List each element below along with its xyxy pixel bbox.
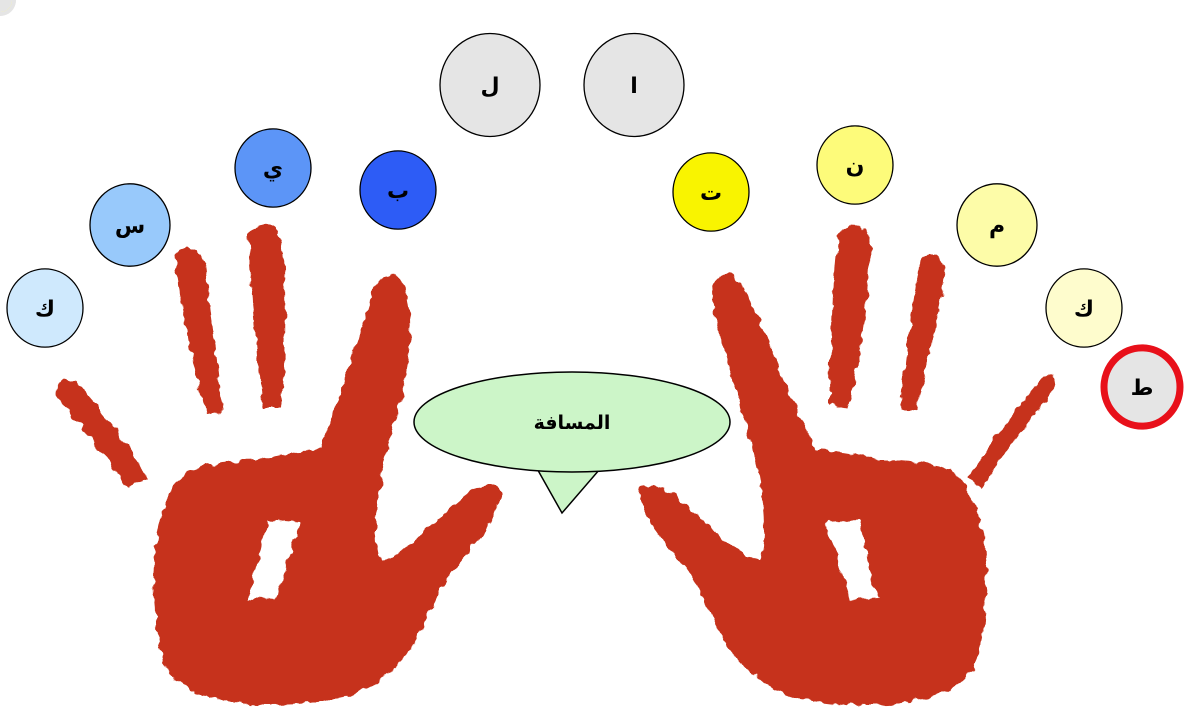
left-hand-bubble-2: س bbox=[0, 0, 171, 267]
bubbles-layer: ك س ي ب ل ا ت ن م ك ط bbox=[0, 0, 1184, 430]
bubble-circle bbox=[956, 183, 1038, 267]
right-hand-print bbox=[639, 225, 1055, 705]
left-hand-bubble-1: ك bbox=[0, 0, 84, 348]
right-hand-bubble-1: ا bbox=[0, 0, 685, 138]
bubble-letter: ل bbox=[480, 74, 499, 99]
left-hand-bubble-5: ل bbox=[0, 0, 541, 138]
bubble-letter: ك bbox=[35, 297, 55, 322]
bubble-letter: ت bbox=[700, 181, 722, 206]
bubble-circle bbox=[359, 150, 437, 230]
bubble-circle bbox=[89, 183, 171, 267]
bubble-letter: ط bbox=[1131, 376, 1154, 401]
bubble-circle bbox=[234, 128, 312, 208]
bubble-letter: م bbox=[989, 214, 1005, 239]
bubble-circle bbox=[6, 268, 84, 348]
distance-bubble: المسافة bbox=[413, 371, 731, 515]
bubble-letter: ا bbox=[630, 74, 638, 99]
bubble-letter: س bbox=[115, 214, 145, 239]
bubble-circle bbox=[672, 152, 750, 232]
bubble-circle bbox=[816, 125, 894, 205]
bubble-letter: ب bbox=[387, 179, 409, 204]
bubble-letter: ي bbox=[263, 157, 283, 182]
right-hand-bubble-3: ن bbox=[0, 0, 894, 205]
bubble-circle bbox=[583, 32, 685, 138]
right-hand-bubble-5: ك bbox=[0, 0, 1123, 348]
bubble-circle bbox=[439, 32, 541, 138]
distance-label: المسافة bbox=[534, 412, 611, 434]
left-hand-print bbox=[56, 225, 501, 705]
bubble-circle bbox=[1045, 268, 1123, 348]
left-hand-bubble-3: ي bbox=[0, 0, 312, 208]
left-hand-bubble-4: ب bbox=[0, 0, 437, 230]
right-hand-bubble-6: ط bbox=[0, 0, 1184, 430]
bubble-letter: ن bbox=[846, 154, 865, 179]
bubble-circle bbox=[1100, 344, 1184, 430]
bubble-letter: ك bbox=[1074, 297, 1094, 322]
